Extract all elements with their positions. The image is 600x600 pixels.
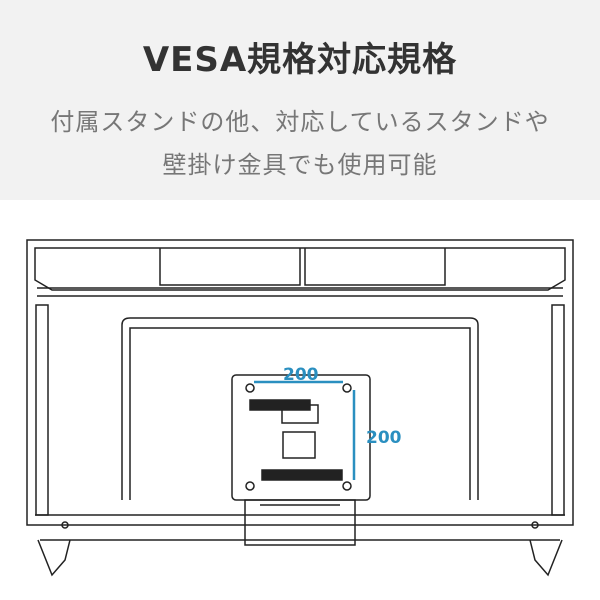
vertical-dimension-label: 200 — [366, 428, 402, 448]
tv-back-illustration — [26, 239, 574, 577]
subtitle-line-1: 付属スタンドの他、対応しているスタンドや — [50, 108, 550, 136]
subtitle-line-2: 壁掛け金具でも使用可能 — [162, 151, 438, 179]
header-banner: VESA規格対応規格 付属スタンドの他、対応しているスタンドや 壁掛け金具でも使… — [0, 0, 600, 200]
page-title: VESA規格対応規格 — [142, 40, 458, 80]
horizontal-dimension-label: 200 — [283, 365, 319, 385]
